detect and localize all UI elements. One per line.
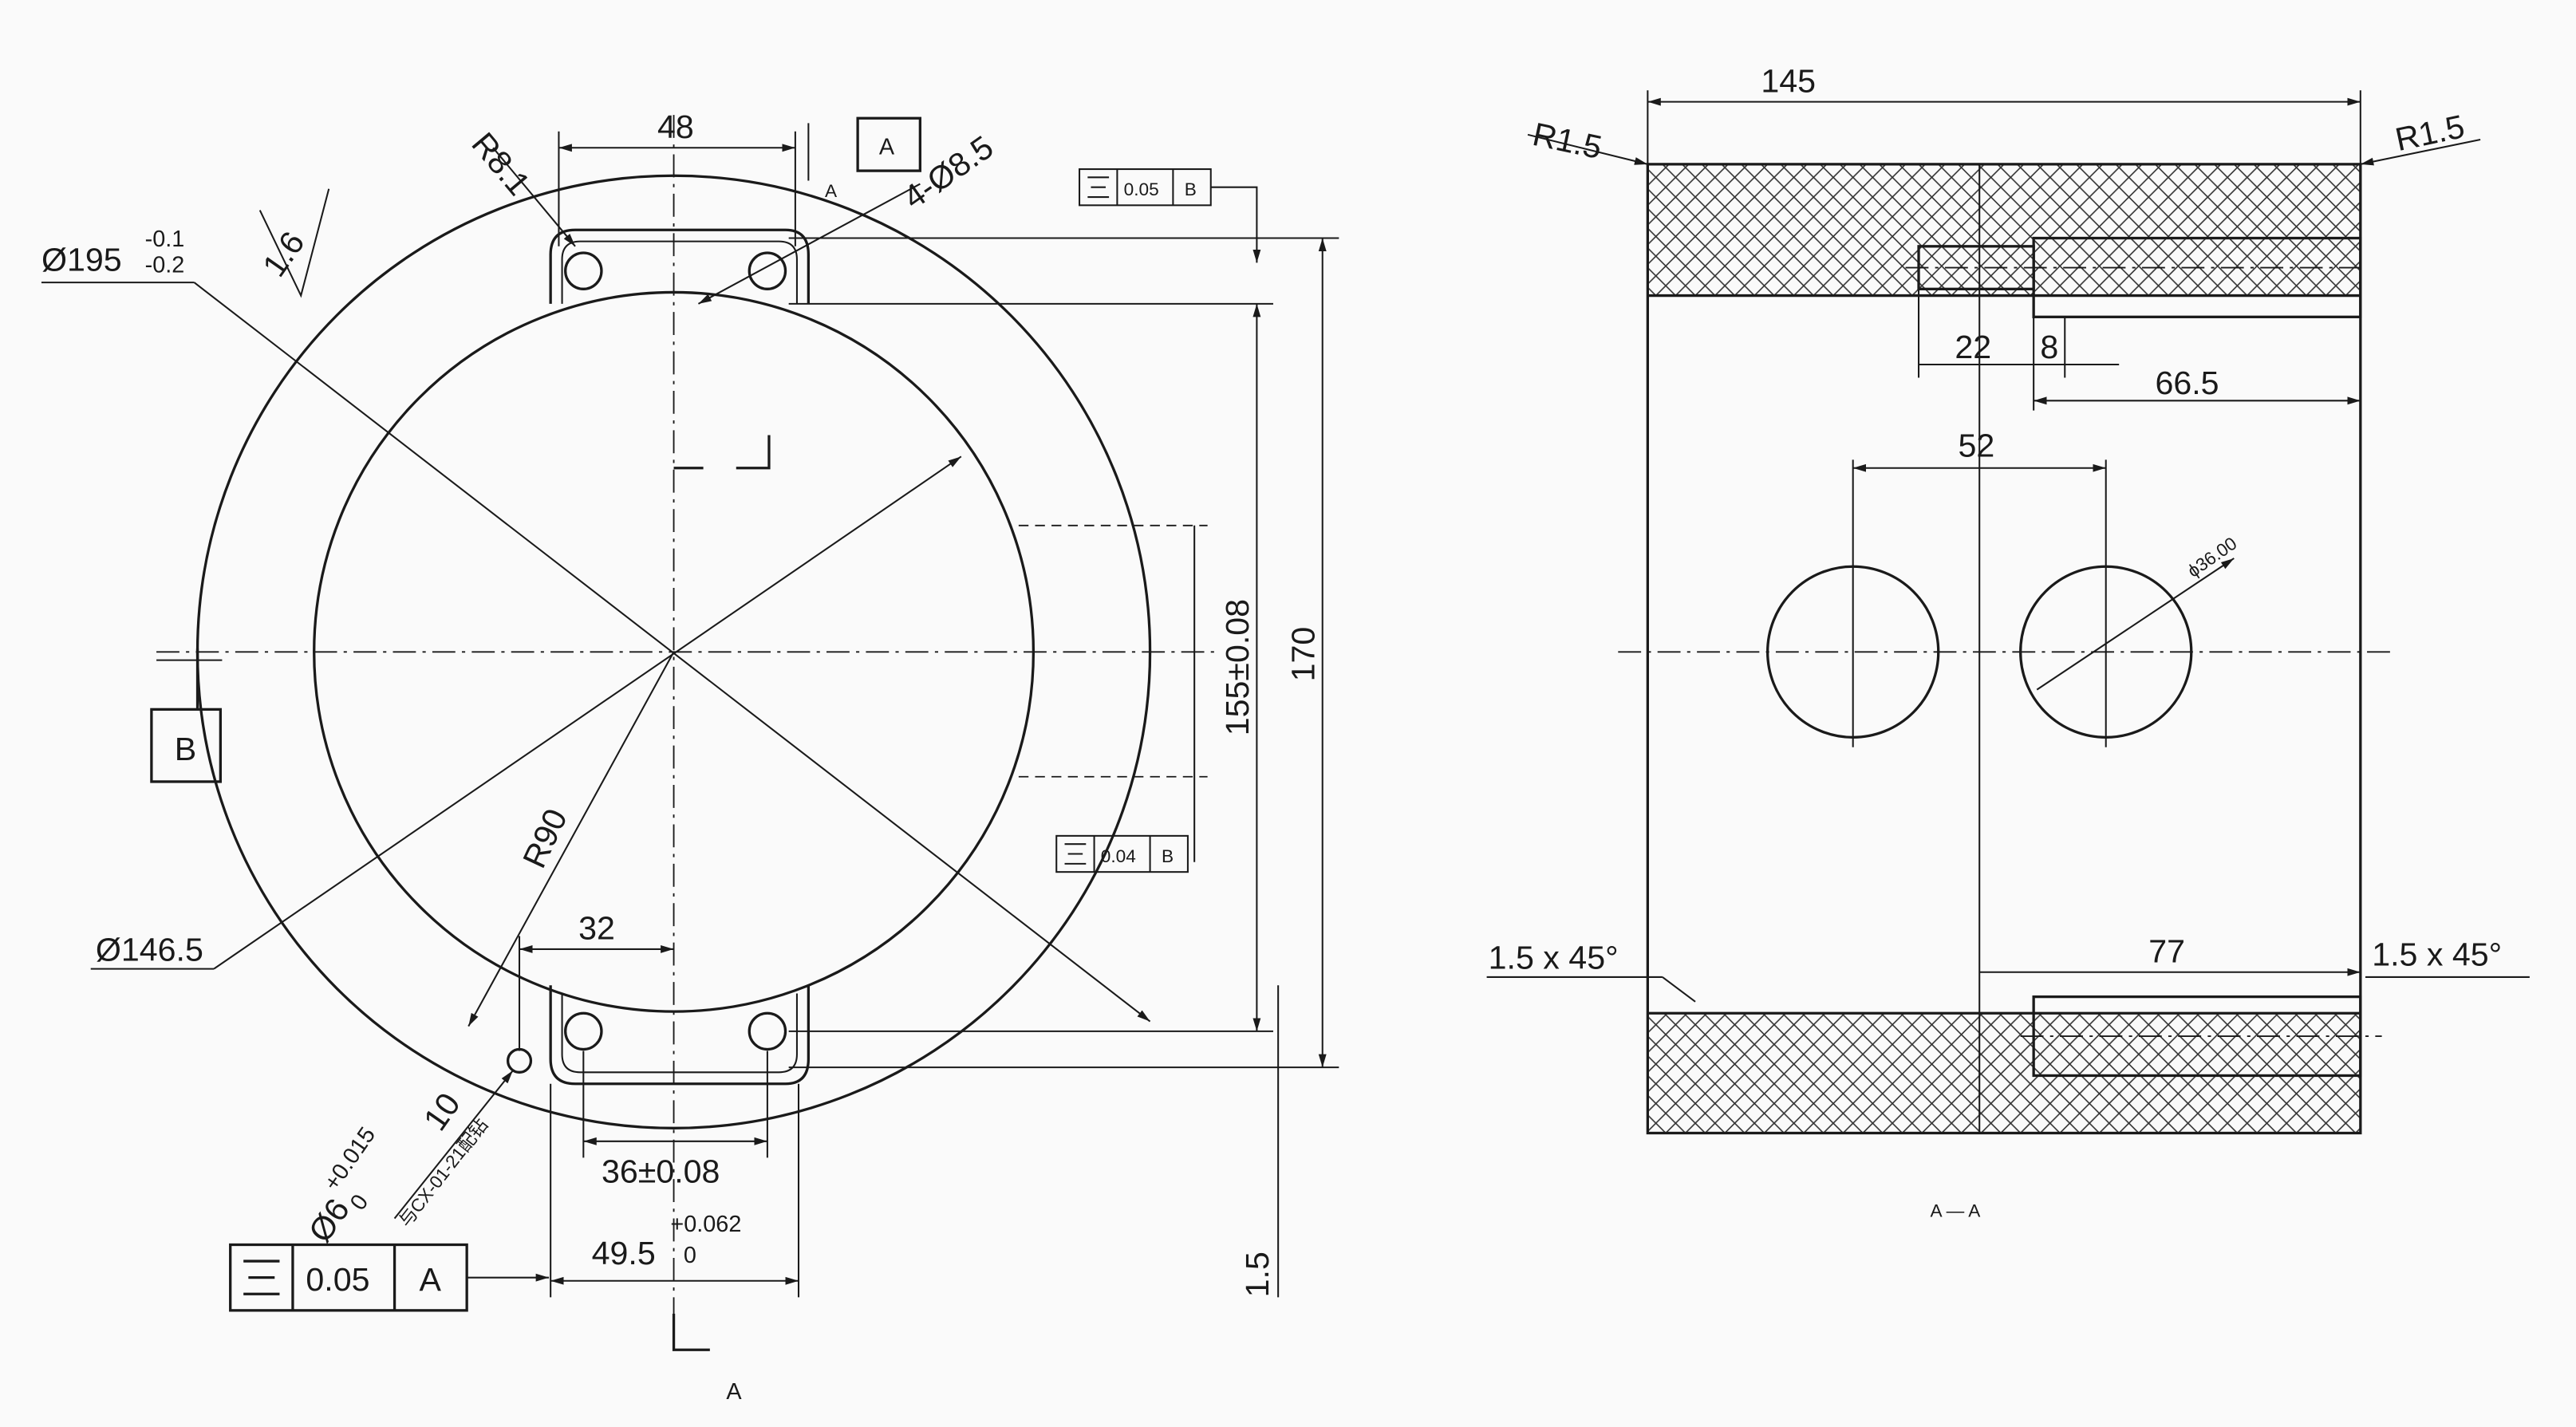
dim-r8-1: R8.1 (464, 125, 537, 202)
hole-bottom-right (748, 1011, 787, 1051)
dim-48: 48 (657, 108, 694, 145)
tolerance-frame-bottom: 0.05 A (229, 1243, 468, 1312)
svg-text:0.05: 0.05 (1124, 179, 1159, 199)
datum-b-box (150, 708, 222, 783)
svg-text:-0.1: -0.1 (145, 227, 185, 252)
dim-22: 22 (1955, 329, 1991, 365)
datum-a-box (856, 116, 922, 172)
svg-text:+0.015: +0.015 (319, 1122, 381, 1195)
dim-outer-dia: Ø195 (41, 242, 122, 278)
dim-chamfer-right: 1.5 x 45° (2372, 936, 2502, 973)
roughness-value: 1.6 (255, 225, 312, 283)
section-mark-top: A (825, 181, 838, 201)
dim-8: 8 (2040, 329, 2058, 365)
svg-text:B: B (1162, 846, 1174, 866)
svg-text:0.04: 0.04 (1101, 846, 1136, 866)
dim-r-right: R1.5 (2392, 108, 2468, 158)
section-view-a-a: 145 R1.5 R1.5 22 8 66.5 52 ϕ36.00 1.5 x … (1486, 62, 2530, 1220)
dim-inner-dia: Ø146.5 (96, 931, 203, 968)
datum-b-label: B (175, 731, 196, 767)
dim-r90: R90 (515, 803, 574, 873)
hole-top-left (564, 251, 603, 290)
datum-a-label: A (879, 135, 895, 160)
section-outline (1646, 163, 2362, 1135)
dim-holes: 4-Ø8.5 (897, 128, 1000, 216)
dim-170: 170 (1284, 627, 1321, 682)
tolerance-frame-top: 0.05 B (1079, 168, 1261, 263)
dim-36: 36±0.08 (602, 1153, 720, 1189)
symmetry-icon (243, 1259, 280, 1295)
svg-text:+0.062: +0.062 (670, 1212, 741, 1237)
hole-bottom-left (564, 1011, 603, 1051)
svg-text:-0.2: -0.2 (145, 253, 185, 278)
hatched-wall-top (1647, 164, 2361, 296)
dim-145: 145 (1761, 62, 1816, 99)
section-title: A — A (1930, 1200, 1981, 1220)
dim-49-5: 49.5 (592, 1235, 656, 1271)
svg-text:A: A (419, 1261, 441, 1298)
front-view: B A A 48 R8.1 4-Ø8.5 Ø195 -0.1 -0.2 1.6 … (41, 108, 1339, 1405)
dim-chamfer-left: 1.5 x 45° (1489, 940, 1619, 976)
dim-155: 155±0.08 (1219, 599, 1256, 735)
svg-text:B: B (1185, 179, 1197, 199)
dim-1-5: 1.5 (1239, 1252, 1276, 1297)
dim-hole-dia: ϕ36.00 (2183, 534, 2240, 581)
svg-text:0.05: 0.05 (306, 1261, 369, 1298)
section-mark-bottom: A (726, 1379, 742, 1405)
dim-r-left: R1.5 (1529, 116, 1605, 166)
symmetry-icon (1064, 843, 1087, 865)
bottom-lug (549, 985, 811, 1086)
dim-77: 77 (2148, 932, 2185, 969)
svg-text:0: 0 (684, 1243, 696, 1268)
dim-pin-depth: 10 (416, 1086, 467, 1137)
tolerance-frame-middle: 0.04 B (1055, 834, 1189, 873)
dim-66-5: 66.5 (2155, 365, 2219, 401)
dim-32: 32 (578, 910, 615, 947)
roughness-symbol (258, 188, 330, 298)
dim-52: 52 (1958, 427, 1994, 463)
pin-hole (506, 1047, 533, 1074)
hatched-wall-bottom (1647, 1013, 2361, 1133)
symmetry-icon (1087, 176, 1110, 199)
hole-top-right (748, 251, 787, 290)
